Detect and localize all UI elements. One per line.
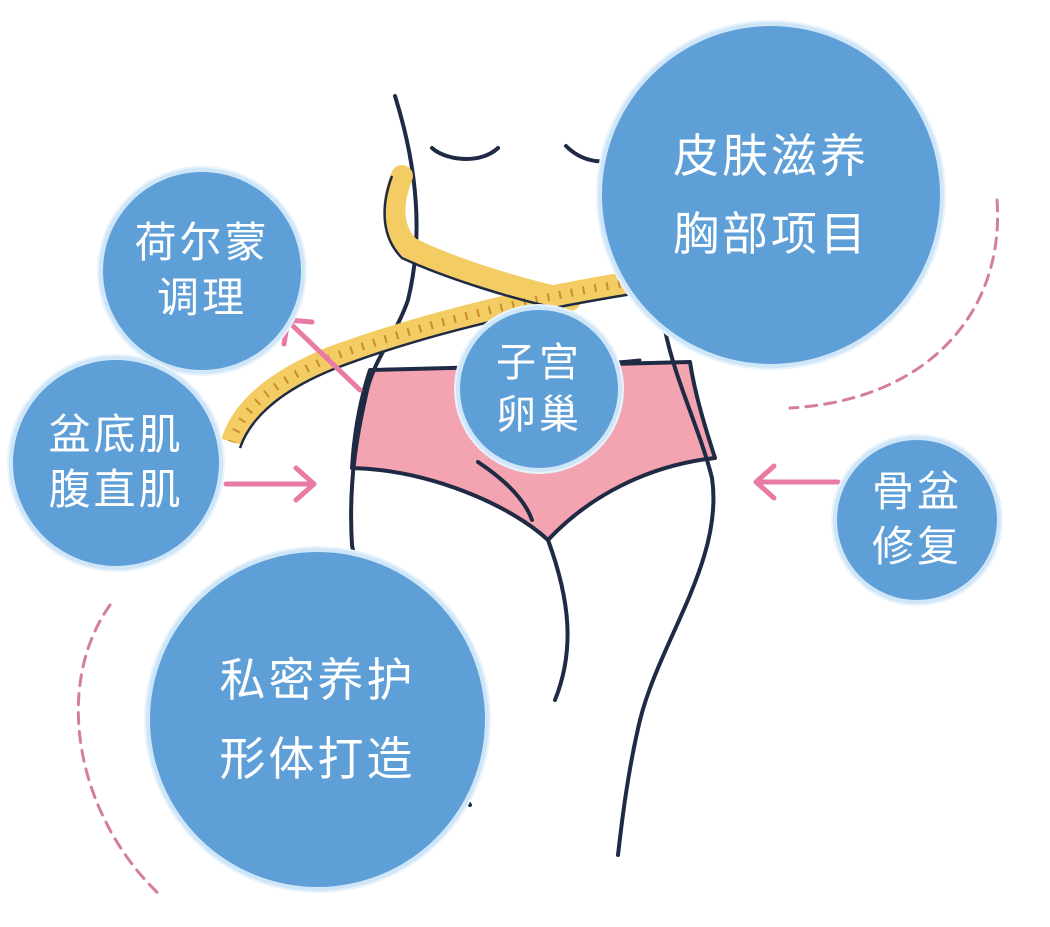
bubble-skin-chest-line2: 胸部项目	[673, 207, 869, 261]
bubble-private-care-line2: 形体打造	[219, 731, 416, 786]
dashed-arc-left	[76, 603, 162, 897]
bubble-hormone: 荷尔蒙 调理	[103, 172, 301, 370]
measuring-tape-back-edge	[383, 175, 566, 312]
bubble-pelvis-line2: 修复	[871, 522, 962, 571]
hip-crease	[476, 460, 534, 522]
bubble-pelvic-floor-line2: 腹直肌	[48, 465, 184, 514]
bubble-uterus-line2: 卵巢	[496, 392, 582, 438]
bubble-private-care-line1: 私密养护	[219, 653, 416, 708]
bubble-pelvic-floor: 盆底肌 腹直肌	[13, 360, 219, 566]
bubble-skin-chest: 皮肤滋养 胸部项目	[602, 26, 940, 364]
bubble-uterus-line1: 子宫	[496, 340, 582, 386]
bubble-pelvis-line1: 骨盆	[871, 467, 962, 517]
arrow-to-pelvis	[753, 463, 841, 501]
arrow-to-core	[223, 465, 317, 503]
measuring-tape-edge	[238, 292, 633, 449]
bubble-private-care: 私密养护 形体打造	[150, 552, 485, 887]
torso-left-outline	[349, 94, 419, 547]
bubble-uterus: 子宫 卵巢	[460, 310, 618, 468]
measuring-tape-front	[221, 271, 634, 446]
bubble-hormone-line1: 荷尔蒙	[134, 218, 270, 268]
bubble-hormone-line2: 调理	[156, 273, 247, 322]
inner-thigh-line	[546, 538, 570, 702]
chest-line-left	[430, 146, 500, 161]
measuring-tape-back	[383, 165, 581, 311]
bubble-pelvis: 骨盆 修复	[837, 440, 997, 600]
dashed-arc-right	[788, 198, 1000, 410]
bubble-skin-chest-line1: 皮肤滋养	[673, 128, 869, 183]
bubble-pelvic-floor-line1: 盆底肌	[48, 410, 184, 460]
